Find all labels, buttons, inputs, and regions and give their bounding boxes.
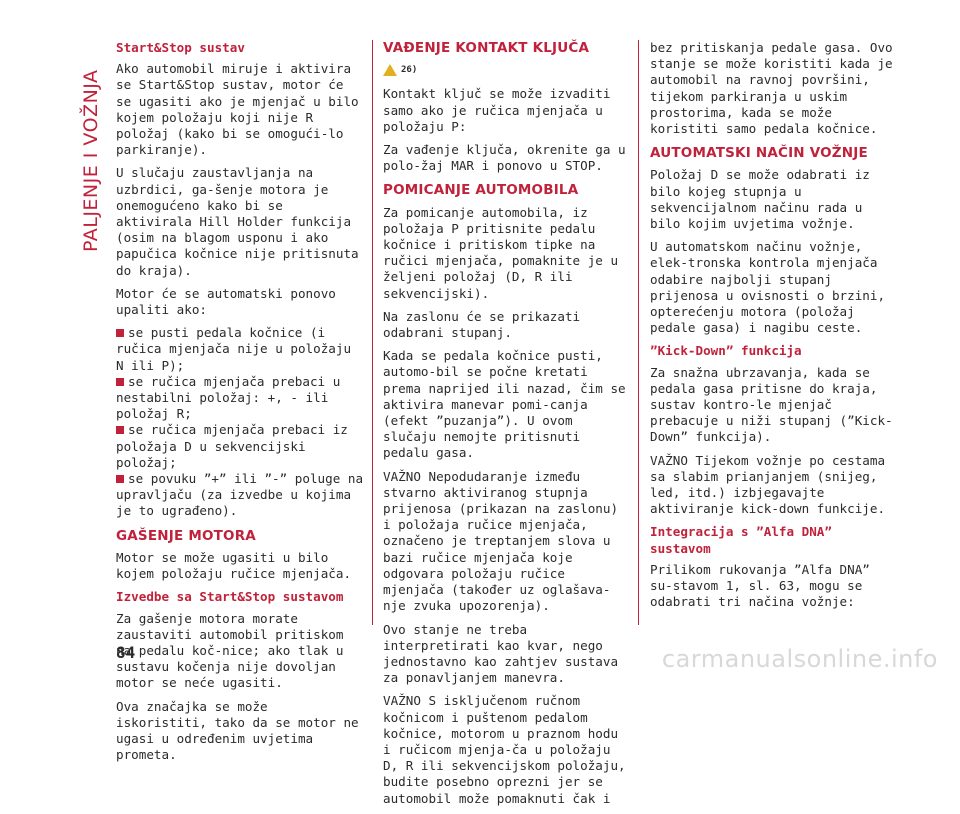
paragraph: VAŽNO Nepodudaranje između stvarno aktiv… xyxy=(383,468,619,614)
paragraph: Ako automobil miruje i aktivira se Start… xyxy=(116,61,359,158)
paragraph: VAŽNO S isključenom ručnom kočnicom i pu… xyxy=(383,693,626,806)
paragraph: Kada se pedala kočnice pusti, automo-bil… xyxy=(383,348,626,461)
paragraph: U slučaju zaustavljanja na uzbrdici, ga-… xyxy=(116,165,359,278)
paragraph: Ova značajka se može iskoristiti, tako d… xyxy=(116,698,359,763)
heading-start-stop: Start&Stop sustav xyxy=(116,40,245,55)
chapter-title-text: PALJENJE I VOŽNJA xyxy=(80,69,102,252)
heading-alfa-dna: Integracija s ”Alfa DNA” sustavom xyxy=(650,524,832,556)
bullet-item: se pusti pedala kočnice (i ručica mjenja… xyxy=(116,325,366,374)
warning-triangle-icon xyxy=(383,64,397,77)
bullet-square-icon xyxy=(116,329,124,338)
heading-pomicanje-automobila: POMICANJE AUTOMOBILA xyxy=(383,182,579,199)
bullet-item: se ručica mjenjača prebaci iz položaja D… xyxy=(116,422,366,471)
heading-gasenje-motora: GAŠENJE MOTORA xyxy=(116,527,256,544)
paragraph: Kontakt ključ se može izvaditi samo ako … xyxy=(383,86,611,134)
paragraph: Motor se može ugasiti u bilo kojem polož… xyxy=(116,549,352,582)
chapter-side-title: PALJENJE I VOŽNJA xyxy=(50,40,102,252)
paragraph: bez pritiskanja pedale gasa. Ovo stanje … xyxy=(650,40,893,137)
bullet-item: se povuku ”+” ili ”-” poluge na upravlja… xyxy=(116,471,366,520)
column-divider-2 xyxy=(638,40,639,625)
warning-reference: 26) xyxy=(383,62,633,78)
watermark: carmanualsonline.info xyxy=(661,645,938,673)
page-number: 84 xyxy=(116,643,136,662)
column-1: Start&Stop sustav Ako automobil miruje i… xyxy=(116,40,366,770)
paragraph: Za gašenje motora morate zaustaviti auto… xyxy=(116,610,344,691)
bullet-text: se ručica mjenjača prebaci iz položaja D… xyxy=(116,422,348,470)
bullet-item: se ručica mjenjača prebaci u nestabilni … xyxy=(116,374,366,423)
bullet-square-icon xyxy=(116,475,124,484)
paragraph: Motor će se automatski ponovo upaliti ak… xyxy=(116,285,336,318)
bullet-square-icon xyxy=(116,426,124,435)
heading-kick-down: ”Kick-Down” funkcija xyxy=(650,343,802,359)
heading-izvedbe-start-stop: Izvedbe sa Start&Stop sustavom xyxy=(116,589,344,605)
heading-vadjenje-kljuca: VAĐENJE KONTAKT KLJUČA xyxy=(383,40,590,56)
paragraph: Prilikom rukovanja ”Alfa DNA” su-stavom … xyxy=(650,561,870,610)
warning-reference-number: 26) xyxy=(401,65,418,76)
column-2: VAĐENJE KONTAKT KLJUČA 26) Kontakt ključ… xyxy=(383,40,633,814)
column-divider-1 xyxy=(372,40,373,625)
bullet-text: se pusti pedala kočnice (i ručica mjenja… xyxy=(116,325,352,373)
paragraph: Za vađenje ključa, okrenite ga u polo-ža… xyxy=(383,142,626,174)
paragraph: U automatskom načinu vožnje, elek-tronsk… xyxy=(650,239,886,336)
bullet-square-icon xyxy=(116,377,124,386)
paragraph: Za pomicanje automobila, iz položaja P p… xyxy=(383,204,619,301)
paragraph: Na zaslonu će se prikazati odabrani stup… xyxy=(383,308,581,341)
paragraph: Za snažna ubrzavanja, kada se pedala gas… xyxy=(650,364,893,445)
paragraph: Položaj D se može odabrati iz bilo kojeg… xyxy=(650,167,870,232)
bullet-text: se povuku ”+” ili ”-” poluge na upravlja… xyxy=(116,471,364,519)
heading-automatski-nacin: AUTOMATSKI NAČIN VOŽNJE xyxy=(650,145,868,162)
bullet-text: se ručica mjenjača prebaci u nestabilni … xyxy=(116,373,341,422)
paragraph: VAŽNO Tijekom vožnje po cestama sa slabi… xyxy=(650,452,886,517)
column-3: bez pritiskanja pedale gasa. Ovo stanje … xyxy=(650,40,900,618)
